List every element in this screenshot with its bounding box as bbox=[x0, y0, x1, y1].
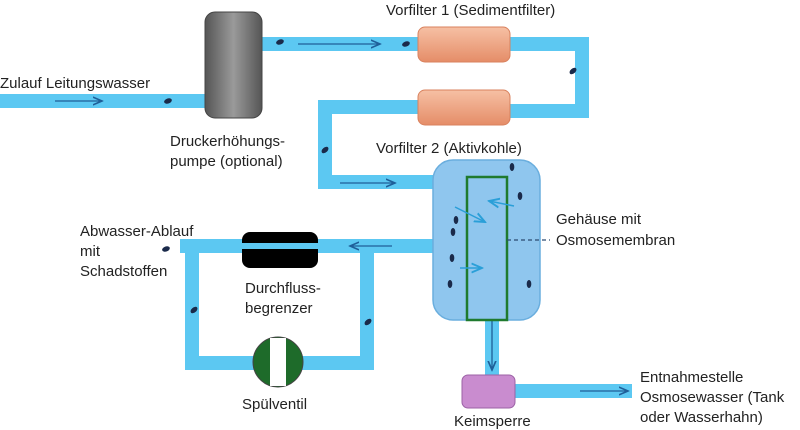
label-prefilter2: Vorfilter 2 (Aktivkohle) bbox=[376, 140, 522, 157]
flow-restrictor bbox=[242, 232, 318, 268]
particles bbox=[162, 39, 577, 326]
label-housing-2: Osmosemembran bbox=[556, 232, 675, 249]
label-restrictor-2: begrenzer bbox=[245, 300, 313, 317]
label-germ-barrier: Keimsperre bbox=[454, 413, 531, 430]
label-inlet: Zulauf Leitungswasser bbox=[0, 75, 150, 92]
prefilter-1 bbox=[417, 26, 511, 63]
label-outlet-1: Entnahmestelle bbox=[640, 369, 743, 386]
label-pump-1: Druckerhöhungs- bbox=[170, 133, 285, 150]
booster-pump bbox=[204, 11, 263, 119]
label-restrictor-1: Durchfluss- bbox=[245, 280, 321, 297]
osmosis-membrane bbox=[465, 175, 509, 322]
label-prefilter1: Vorfilter 1 (Sedimentfilter) bbox=[386, 2, 555, 19]
label-outlet-3: oder Wasserhahn) bbox=[640, 409, 763, 426]
label-waste-3: Schadstoffen bbox=[80, 263, 167, 280]
labels: Zulauf Leitungswasser Druckerhöhungs- pu… bbox=[0, 2, 785, 430]
germ-barrier bbox=[461, 374, 516, 409]
label-housing-1: Gehäuse mit bbox=[556, 211, 642, 228]
label-flush-valve: Spülventil bbox=[242, 396, 307, 413]
membrane-housing bbox=[432, 159, 541, 322]
label-waste-2: mit bbox=[80, 243, 101, 260]
label-outlet-2: Osmosewasser (Tank bbox=[640, 389, 785, 406]
prefilter-2 bbox=[417, 89, 511, 126]
flush-valve bbox=[252, 336, 304, 388]
label-pump-2: pumpe (optional) bbox=[170, 153, 283, 170]
label-waste-1: Abwasser-Ablauf bbox=[80, 223, 194, 240]
flow-arrows bbox=[55, 44, 628, 391]
